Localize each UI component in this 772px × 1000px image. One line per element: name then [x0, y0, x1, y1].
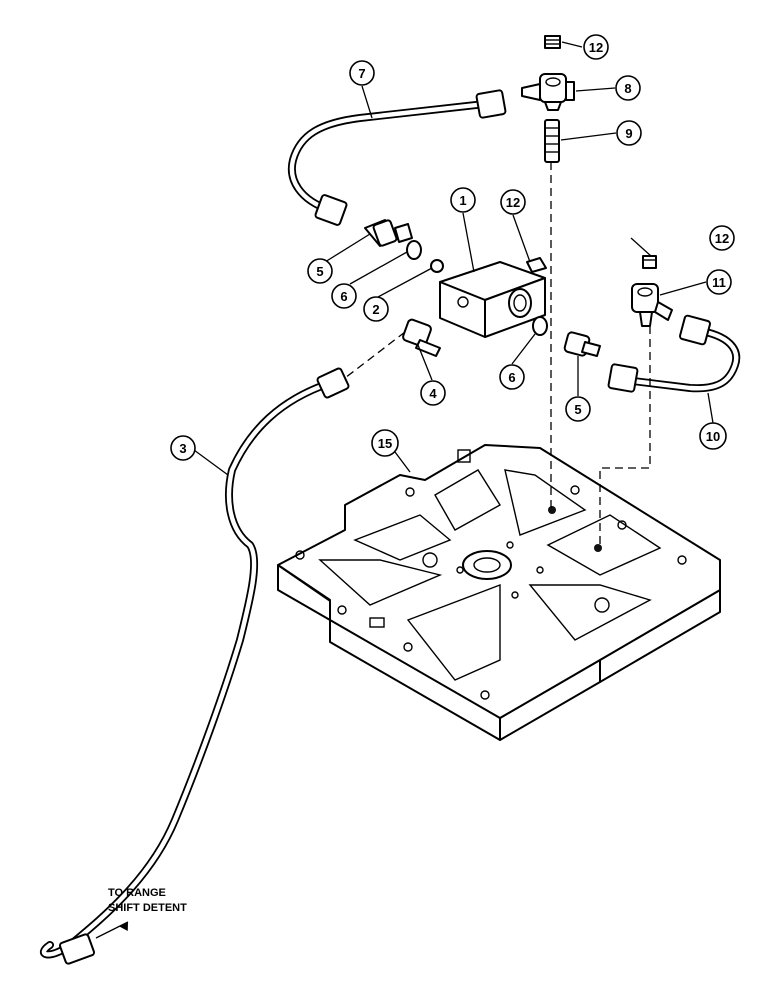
callout-12-right: 12 — [709, 225, 735, 251]
alignment-lines — [344, 162, 651, 545]
plug-12-block — [526, 257, 547, 273]
svg-text:6: 6 — [508, 370, 515, 385]
svg-text:11: 11 — [712, 275, 726, 290]
svg-text:1: 1 — [459, 193, 466, 208]
note-line-1: TO RANGE — [108, 887, 166, 899]
svg-text:2: 2 — [372, 302, 379, 317]
callout-1: 1 — [450, 187, 476, 213]
tee-fitting-8 — [521, 73, 575, 111]
svg-text:15: 15 — [378, 436, 392, 451]
svg-text:5: 5 — [574, 402, 581, 417]
callout-3: 3 — [170, 435, 196, 461]
callout-5-left: 5 — [307, 258, 333, 284]
note-line-2: SHIFT DETENT — [108, 902, 187, 914]
callout-4: 4 — [420, 380, 446, 406]
svg-text:12: 12 — [589, 40, 603, 55]
svg-text:8: 8 — [624, 81, 631, 96]
callout-8: 8 — [615, 75, 641, 101]
callout-6-right: 6 — [499, 364, 525, 390]
callout-leaders — [193, 41, 714, 476]
svg-text:12: 12 — [715, 231, 729, 246]
stud-9 — [544, 119, 560, 163]
fitting-5-right — [563, 331, 601, 357]
ball-2 — [430, 259, 444, 273]
tube-10 — [607, 314, 741, 393]
plug-12-right — [642, 255, 657, 269]
valve-block — [439, 261, 546, 338]
tube-7 — [287, 89, 507, 226]
plug-12-top — [544, 35, 561, 49]
detent-arrow — [95, 921, 129, 939]
svg-text:10: 10 — [706, 429, 720, 444]
callout-12-block: 12 — [500, 189, 526, 215]
svg-text:12: 12 — [506, 195, 520, 210]
svg-text:5: 5 — [316, 264, 323, 279]
tee-fitting-11 — [631, 283, 673, 327]
callout-15: 15 — [371, 429, 399, 457]
svg-text:9: 9 — [625, 126, 632, 141]
svg-text:6: 6 — [340, 289, 347, 304]
callout-11: 11 — [706, 269, 732, 295]
svg-text:4: 4 — [429, 386, 437, 401]
callout-9: 9 — [616, 120, 642, 146]
fitting-5-left — [364, 219, 413, 247]
callout-10: 10 — [699, 422, 727, 450]
callout-5-right: 5 — [565, 396, 591, 422]
fitting-4 — [402, 318, 441, 357]
base-plate — [277, 444, 721, 741]
callout-6-left: 6 — [331, 283, 357, 309]
o-ring-6-right — [532, 316, 548, 336]
callout-12-top: 12 — [583, 34, 609, 60]
svg-text:7: 7 — [358, 66, 365, 81]
o-ring-6-left — [406, 240, 422, 260]
callout-2: 2 — [363, 296, 389, 322]
svg-text:3: 3 — [179, 441, 186, 456]
tube-3 — [39, 367, 350, 965]
callout-7: 7 — [349, 60, 375, 86]
